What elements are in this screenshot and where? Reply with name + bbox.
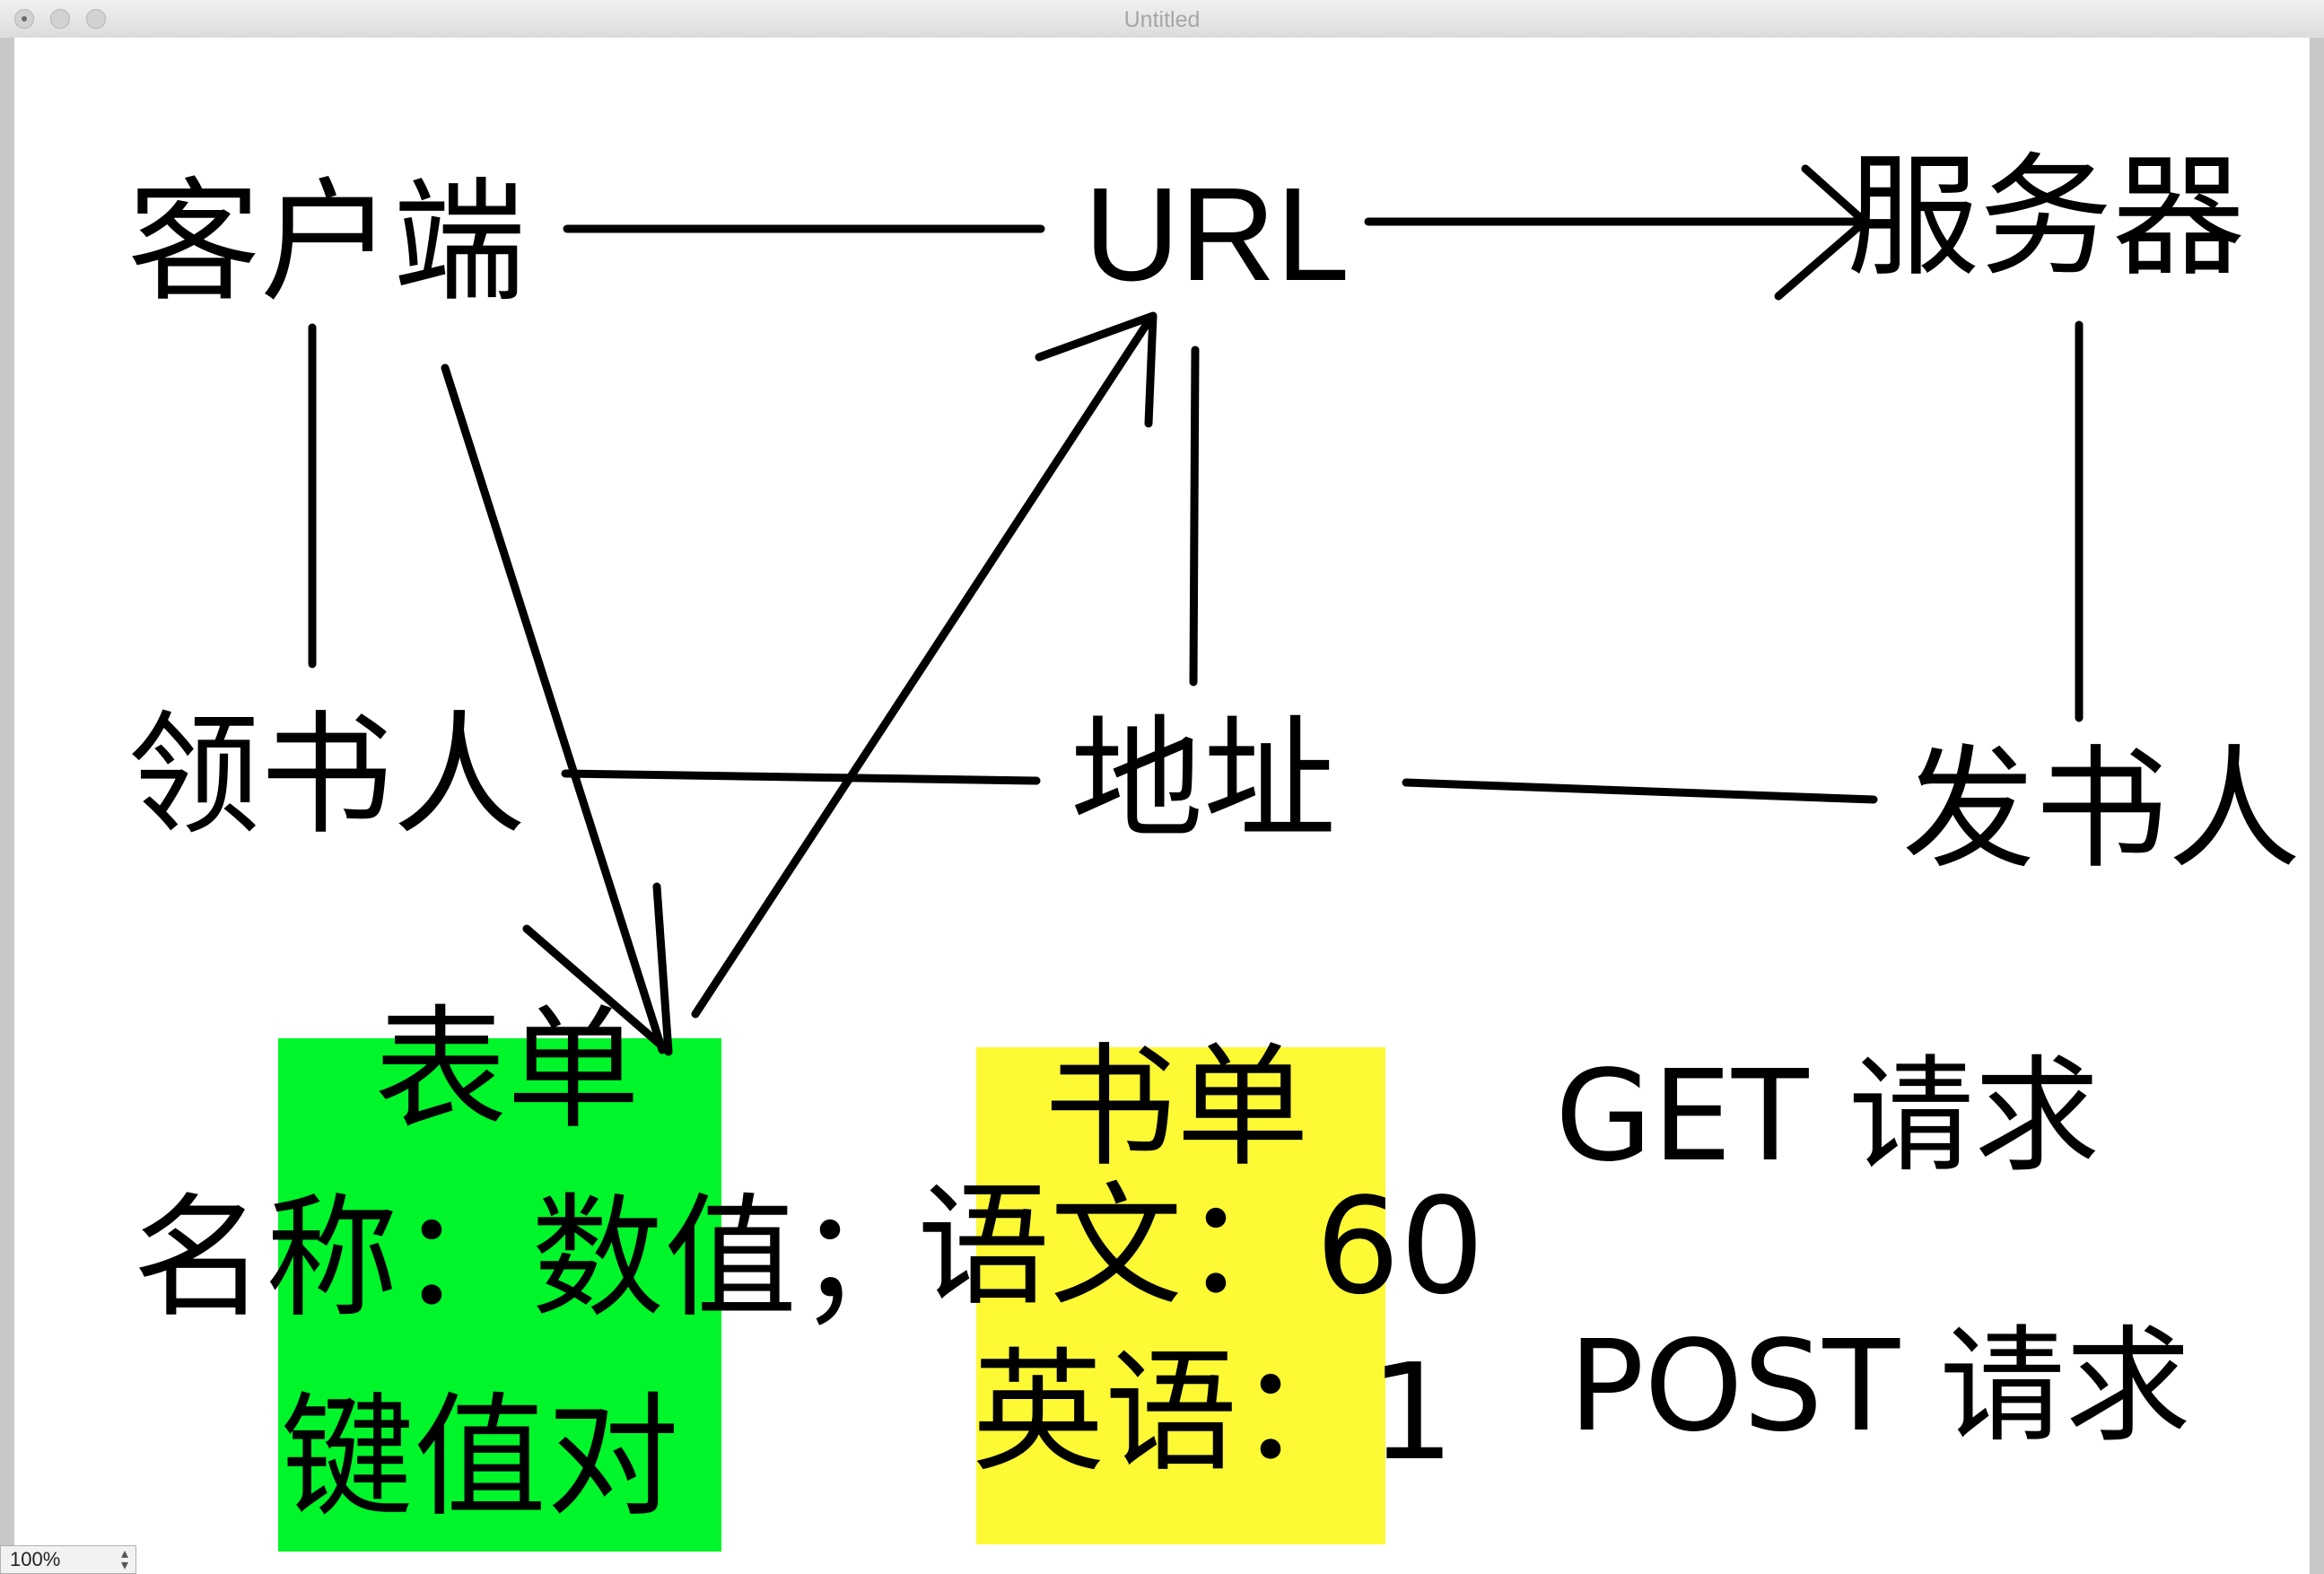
booklist-item-english: 英语：1 [972,1335,1455,1490]
minimize-button[interactable] [50,9,70,29]
line-address-sender [1402,778,1878,804]
zoom-stepper-icon[interactable]: ▴▾ [120,1546,128,1573]
receiver-label: 领书人 [127,698,526,853]
sender-label: 发书人 [1902,732,2301,887]
booklist-highlight-box [976,1047,1385,1544]
window-titlebar: Untitled [0,0,2324,39]
booklist-item-chinese: 语文：60 [917,1169,1485,1324]
window-right-border [2310,38,2324,1574]
post-request-label: POST 请求 [1568,1314,2191,1460]
client-label: 客户端 [127,165,526,319]
address-label: 地址 [1070,703,1336,857]
arrowhead-form [522,882,673,1056]
arrow-form-url [691,317,1153,1019]
close-button[interactable] [14,9,34,29]
server-label: 服务器 [1847,140,2245,294]
zoom-level-field[interactable]: 100% ▴▾ [0,1545,136,1574]
line-receiver-address [561,769,1041,785]
arrowhead-url [1035,311,1158,428]
window-title: Untitled [1123,7,1201,32]
form-name-value-label: 名称：数值； [133,1181,930,1335]
url-label: URL [1084,161,1350,309]
form-highlight-box [278,1038,721,1552]
form-title: 表单 [374,992,640,1147]
line-url-address [1189,345,1200,686]
arrowhead-server [1774,164,1869,301]
zoom-level-value: 100% [10,1548,61,1570]
window-left-border [0,38,14,1574]
zoom-button[interactable] [86,9,106,29]
form-kv-label: 键值对 [281,1380,679,1535]
arrow-client-form [441,363,667,1054]
booklist-title: 书单 [1044,1030,1309,1185]
get-request-label: GET 请求 [1555,1044,2100,1190]
